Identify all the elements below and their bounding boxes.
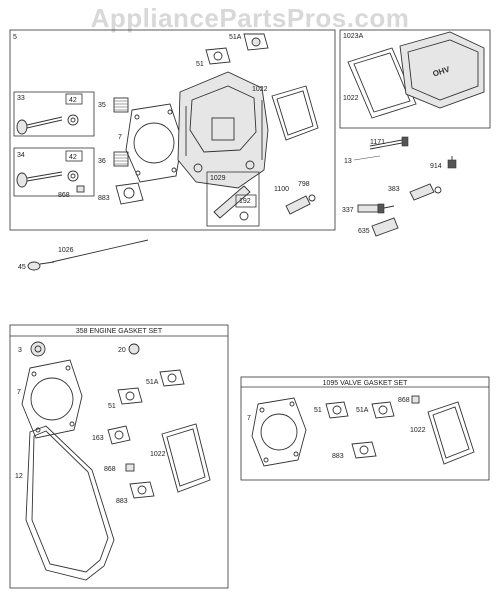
label-12: 12	[15, 473, 23, 480]
push-rod-1026-icon	[51, 239, 149, 263]
label-51a-valve-set: 51A	[356, 407, 369, 414]
valve-cover-gasket-icon	[271, 85, 319, 141]
label-20: 20	[118, 347, 126, 354]
label-337: 337	[342, 207, 354, 214]
cylinder-head-icon	[177, 71, 269, 189]
label-635: 635	[358, 228, 370, 235]
head-gasket-icon	[125, 103, 183, 183]
inset-label-33: 33	[17, 95, 25, 102]
exhaust-gasket-883-icon	[115, 182, 144, 205]
label-1022-set: 1022	[150, 451, 166, 458]
gasket-163-icon	[107, 425, 131, 445]
label-36: 36	[98, 158, 106, 165]
oil-seal-3-icon	[30, 341, 46, 357]
valve-seal-icon	[76, 185, 85, 193]
intake-gasket-51-icon	[205, 47, 231, 65]
rocker-inset-1029	[206, 171, 260, 227]
watermark: AppliancePartsPros.com	[91, 3, 410, 33]
label-883-set: 883	[116, 498, 128, 505]
label-1022-cover: 1022	[343, 95, 359, 102]
valve-spring-36-icon	[113, 151, 129, 167]
engine-gasket-set-box	[9, 324, 229, 589]
inset-sub-box-42a	[65, 93, 83, 105]
cylinder-head-assembly-box	[9, 29, 336, 231]
label-798: 798	[298, 181, 310, 188]
spark-plug-337-icon	[357, 203, 395, 214]
label-914: 914	[430, 163, 442, 170]
engine-gasket-set-title: 358 ENGINE GASKET SET	[76, 328, 163, 335]
head-gasket-7-set-icon	[21, 359, 83, 439]
label-383: 383	[388, 186, 400, 193]
inset-sub-label-42b: 42	[69, 154, 77, 161]
crankcase-gasket-12-icon	[25, 425, 115, 581]
inset-label-34: 34	[17, 152, 25, 159]
label-3: 3	[18, 347, 22, 354]
valve-inset-33	[13, 91, 95, 137]
label-51-valve-set: 51	[314, 407, 322, 414]
inset-sub-box-42b	[65, 150, 83, 162]
valve-gasket-set-box	[240, 376, 490, 481]
label-883-top: 883	[98, 195, 110, 202]
label-1100: 1100	[274, 186, 289, 193]
head-bolt-1171-icon	[369, 136, 409, 150]
head-gasket-7-valve-set-icon	[251, 397, 307, 467]
label-51a-set: 51A	[146, 379, 159, 386]
valve-retainer-2-icon	[67, 170, 79, 182]
label-45: 45	[18, 264, 26, 271]
label-7-valve-set: 7	[247, 415, 251, 422]
label-35: 35	[98, 102, 106, 109]
label-868-set: 868	[104, 466, 116, 473]
gasket-883-set-icon	[129, 481, 155, 499]
seal-20-icon	[128, 343, 140, 355]
inset-sub-label-42a: 42	[69, 97, 77, 104]
gasket-51a-valve-set-icon	[371, 401, 395, 419]
label-13: 13	[344, 158, 352, 165]
label-883-valve-set: 883	[332, 453, 344, 460]
inset-label-1029: 1029	[210, 175, 226, 182]
valve-cover-inset-1023a	[339, 29, 491, 129]
label-51-top: 51	[196, 61, 204, 68]
intake-gasket-51a-icon	[243, 33, 269, 51]
cover-gasket-1022-icon	[347, 47, 417, 119]
label-7-set: 7	[17, 389, 21, 396]
label-868-top: 868	[58, 192, 70, 199]
label-868-valve-set: 868	[398, 397, 410, 404]
valve-cover-gasket-1022-valve-set-icon	[427, 401, 475, 465]
spark-plug-boot-383-icon	[409, 183, 442, 201]
gasket-883-valve-set-icon	[351, 441, 377, 459]
inset-sub-label-192: 192	[239, 198, 251, 205]
gasket-51-valve-set-icon	[325, 401, 349, 419]
valve-cover-icon: OHV	[399, 31, 485, 109]
inset-sub-box-192	[235, 194, 257, 208]
valve-gasket-set-title: 1095 VALVE GASKET SET	[323, 380, 409, 387]
gasket-51a-set-icon	[159, 369, 185, 387]
exhaust-valve-icon	[16, 116, 63, 135]
label-51a-top: 51A	[229, 34, 242, 41]
label-163: 163	[92, 435, 104, 442]
rocker-nut-icon	[239, 211, 249, 221]
valve-spring-35-icon	[113, 97, 129, 113]
breather-valve-icon	[285, 194, 316, 215]
label-7-top: 7	[118, 134, 122, 141]
intake-valve-icon	[16, 171, 63, 188]
label-1171: 1171	[370, 139, 385, 146]
label-1026: 1026	[58, 247, 74, 254]
nut-914-icon	[447, 156, 457, 169]
assembly-box-label: 5	[13, 34, 17, 41]
tappet-45-icon	[27, 261, 55, 271]
label-1022-top: 1022	[252, 86, 268, 93]
valve-retainer-icon	[67, 114, 79, 126]
label-51-set: 51	[108, 403, 116, 410]
inset-label-1023a: 1023A	[343, 33, 364, 40]
valve-inset-34	[13, 147, 95, 197]
leader-13	[353, 155, 381, 161]
valve-cover-gasket-1022-set-icon	[161, 423, 211, 493]
plug-wrench-635-icon	[371, 217, 399, 237]
label-1022-valve-set: 1022	[410, 427, 426, 434]
seal-868-set-icon	[125, 463, 135, 472]
rocker-arm-icon	[213, 185, 251, 219]
seal-868-valve-set-icon	[411, 395, 420, 404]
gasket-51-set-icon	[117, 387, 143, 405]
